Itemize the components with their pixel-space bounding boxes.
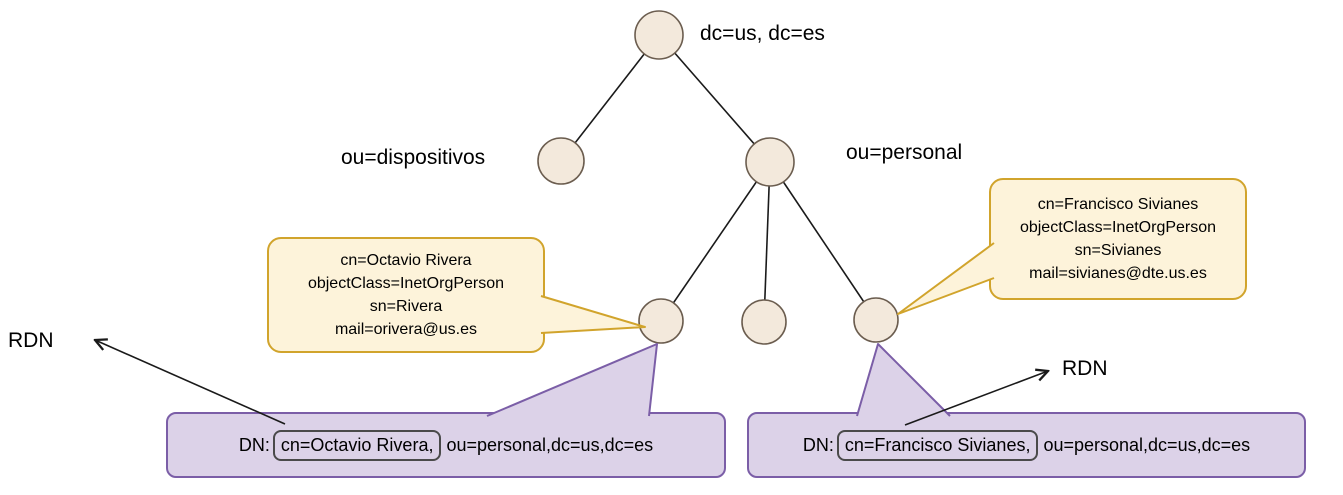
rdn-label-left: RDN <box>8 329 54 352</box>
ou-personal-label: ou=personal <box>846 141 963 164</box>
tree-node-leaf-middle <box>741 299 787 345</box>
tree-edge-root-dispositivos <box>560 34 660 162</box>
ou-dispositivos-label: ou=dispositivos <box>341 146 486 169</box>
tree-edge-root-personal <box>658 34 771 163</box>
tree-node-root <box>634 10 684 60</box>
callout-cn-line: cn=Octavio Rivera <box>340 252 472 269</box>
callout-objectclass-line: objectClass=InetOrgPerson <box>1019 219 1217 236</box>
rdn-highlight-octavio: cn=Octavio Rivera, <box>272 429 442 461</box>
callout-francisco-sivianes: cn=Francisco Sivianes objectClass=InetOr… <box>989 178 1247 300</box>
rdn-highlight-francisco: cn=Francisco Sivianes, <box>836 429 1039 461</box>
tree-node-personal <box>745 137 795 187</box>
callout-sn-line: sn=Sivianes <box>1074 242 1162 259</box>
dn-prefix: DN: <box>802 434 834 455</box>
dn-box-francisco: DN: cn=Francisco Sivianes, ou=personal,d… <box>747 412 1306 478</box>
tree-node-dispositivos <box>537 137 585 185</box>
callout-objectclass-line: objectClass=InetOrgPerson <box>307 275 505 292</box>
callout-octavio-rivera: cn=Octavio Rivera objectClass=InetOrgPer… <box>267 237 545 353</box>
callout-cn-line: cn=Francisco Sivianes <box>1037 196 1199 213</box>
dn-suffix: ou=personal,dc=us,dc=es <box>1043 434 1251 455</box>
root-label: dc=us, dc=es <box>700 22 825 45</box>
dn-prefix: DN: <box>238 434 270 455</box>
tree-edge-personal-leaf-left <box>660 161 771 322</box>
callout-mail-line: mail=sivianes@dte.us.es <box>1029 265 1207 282</box>
dn-suffix: ou=personal,dc=us,dc=es <box>446 434 654 455</box>
callout-sn-line: sn=Rivera <box>369 298 443 315</box>
dn-box-octavio: DN: cn=Octavio Rivera, ou=personal,dc=us… <box>166 412 726 478</box>
rdn-label-right: RDN <box>1062 357 1108 380</box>
tree-edge-personal-leaf-middle <box>763 161 771 323</box>
tree-node-leaf-francisco <box>853 297 899 343</box>
callout-mail-line: mail=orivera@us.es <box>334 321 478 338</box>
tree-edge-personal-leaf-right <box>769 161 877 321</box>
